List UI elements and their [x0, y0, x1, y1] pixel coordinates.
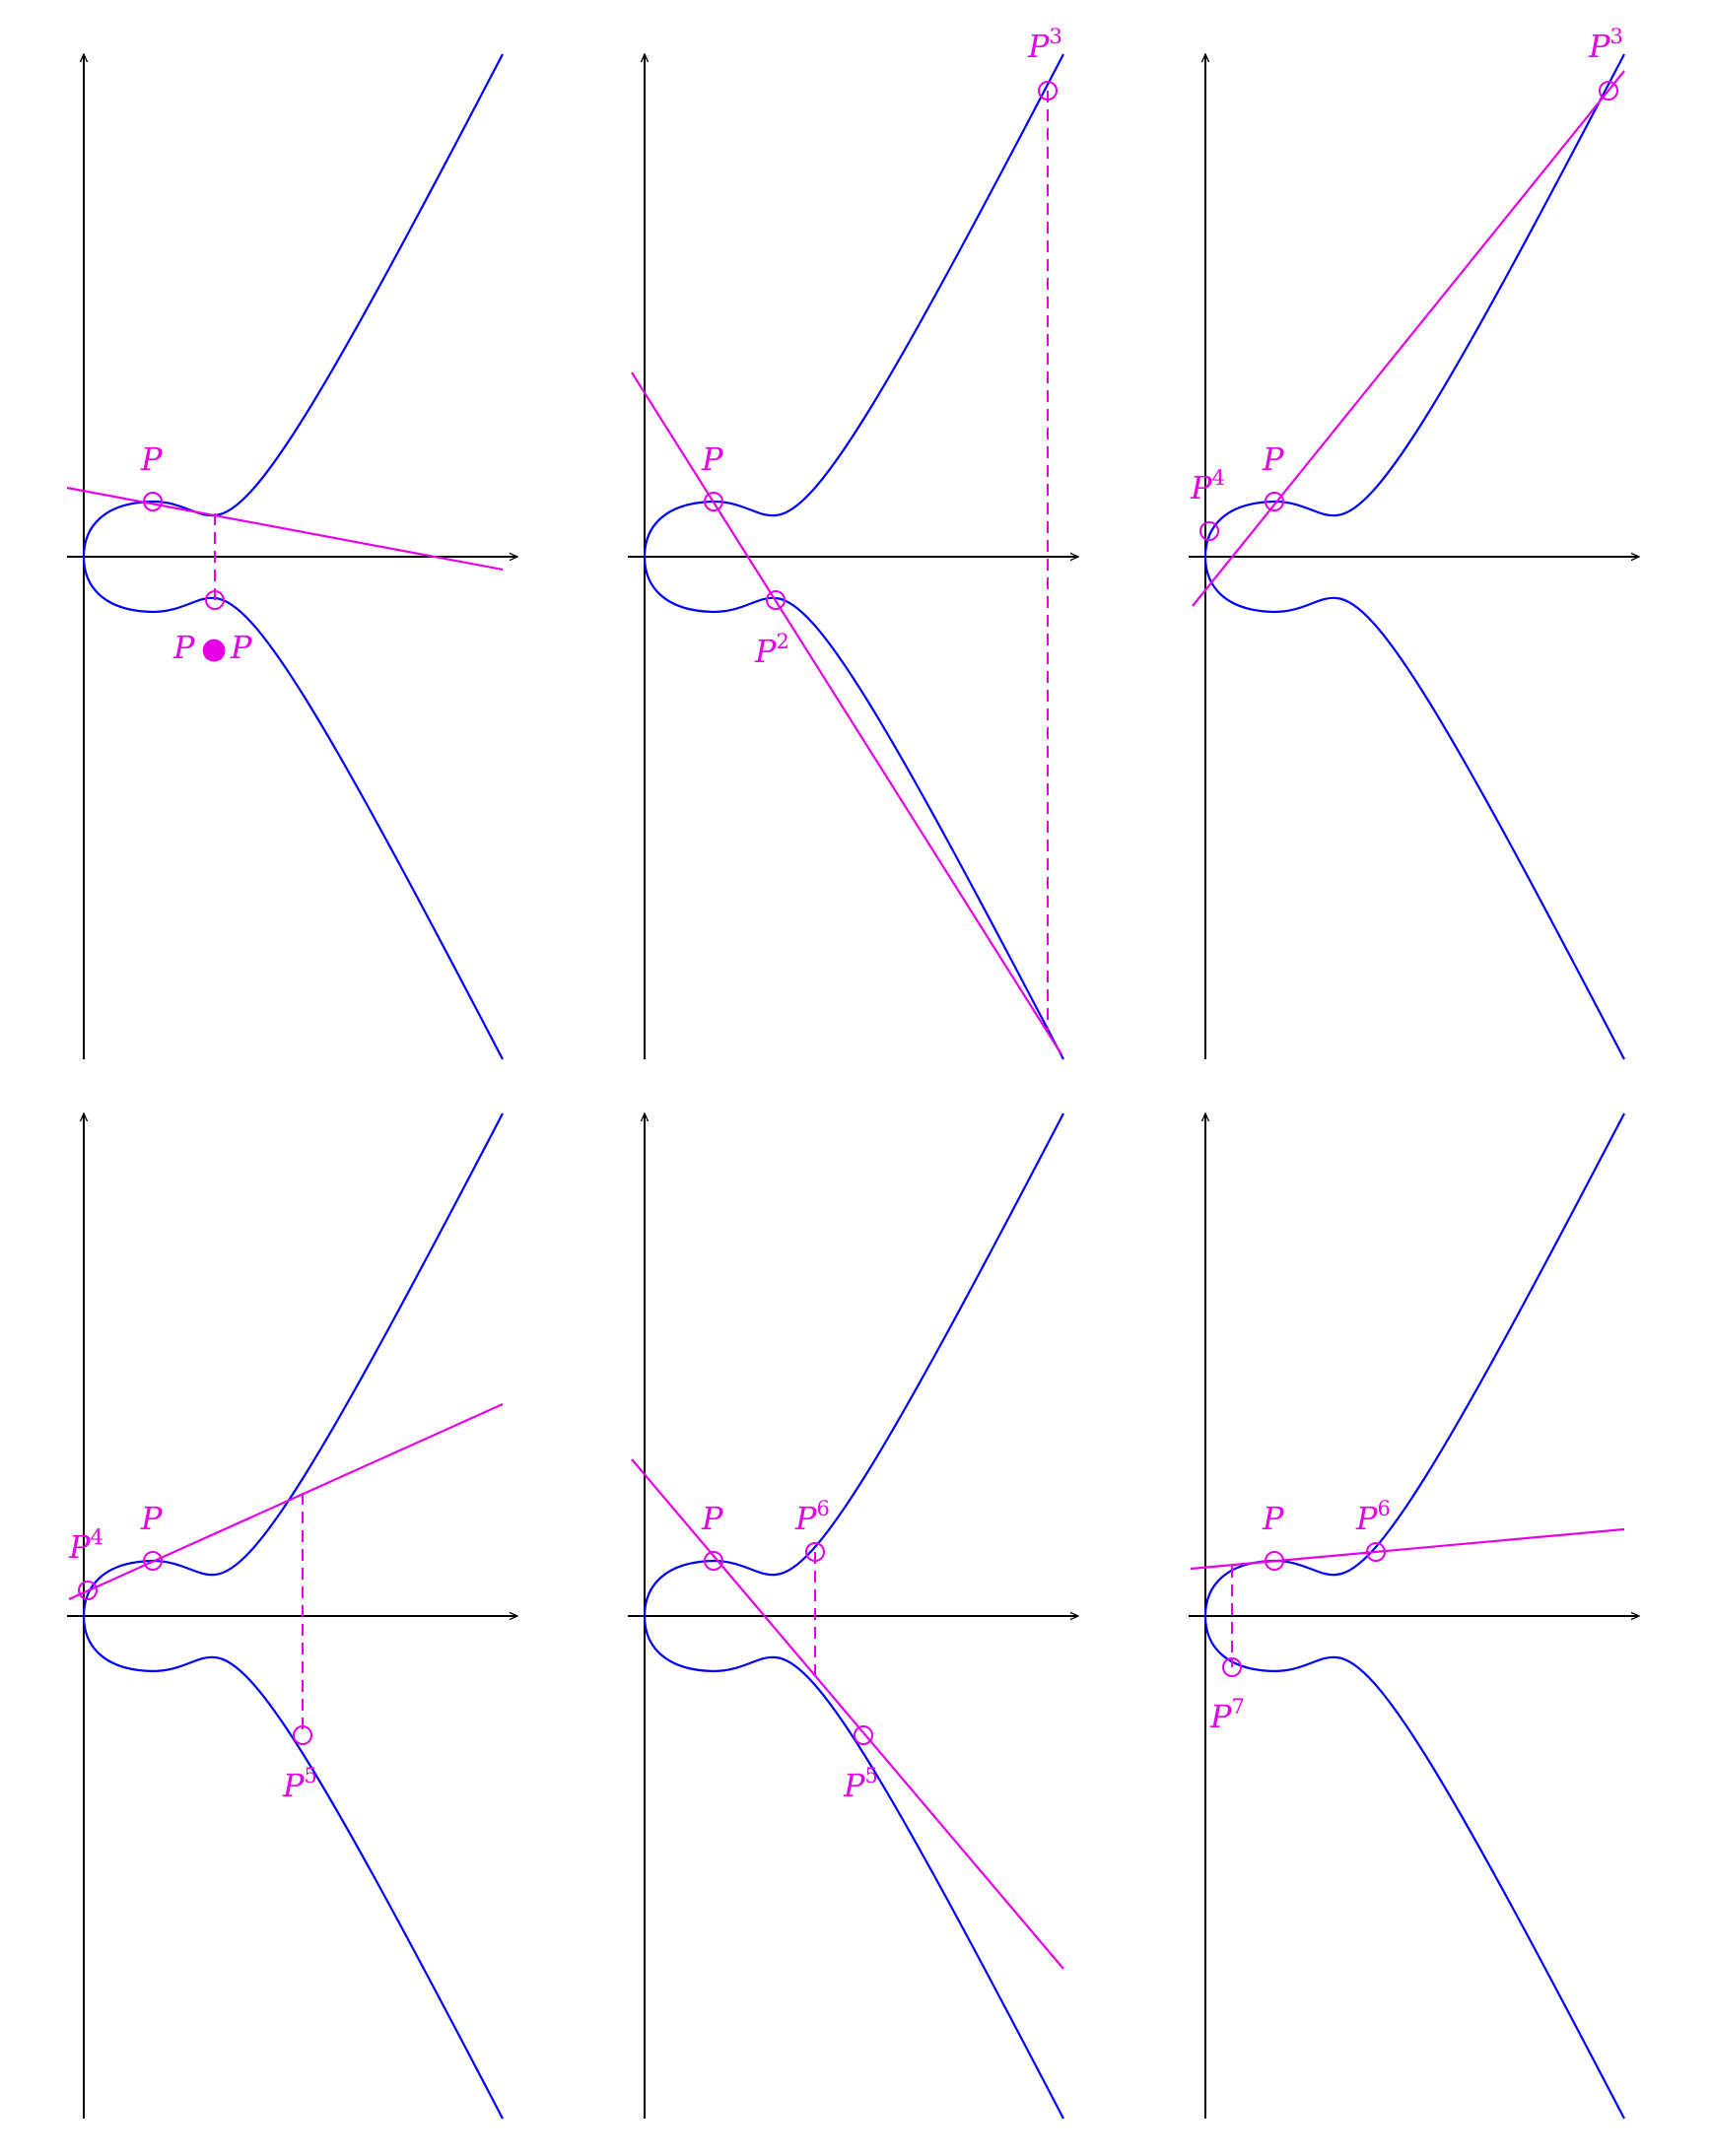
panel-5: P P6 P5 — [628, 1112, 1078, 2120]
curve-lower-branch — [1203, 1615, 1625, 2120]
label-p5: P5 — [282, 1764, 317, 1804]
point-p3 — [1038, 81, 1058, 101]
label-p: P — [701, 1500, 723, 1537]
label-p6: P6 — [794, 1497, 830, 1537]
label-p: P — [701, 440, 723, 478]
curve-lower-branch — [643, 1615, 1064, 2120]
label-p6: P6 — [1355, 1497, 1391, 1537]
label-p: P — [1262, 440, 1284, 478]
point-p3 — [1599, 81, 1618, 101]
curve-lower-branch — [82, 1615, 504, 2120]
curve-lower-branch — [82, 556, 504, 1060]
point-p6 — [1366, 1542, 1386, 1562]
point-p — [1265, 492, 1284, 511]
label-p-dot-p-right: P — [230, 629, 252, 666]
point-p — [143, 492, 163, 511]
point-p7 — [1222, 1657, 1242, 1677]
secant-line — [68, 1402, 504, 1601]
point-p4 — [1199, 521, 1219, 541]
point-p — [143, 1551, 163, 1571]
curve-upper-branch — [1203, 53, 1625, 558]
secant-line — [1190, 1527, 1625, 1571]
curve-upper-branch — [643, 1112, 1064, 1617]
label-p3: P3 — [1027, 25, 1062, 65]
panel-6: P P6 P7 — [1189, 1112, 1639, 2120]
point-p5 — [854, 1725, 873, 1745]
tangent-line — [631, 1458, 1064, 1970]
panel-4: P P4 P5 — [67, 1112, 517, 2120]
point-p-dot-p — [205, 590, 225, 610]
panel-3: P P4 P3 — [1189, 25, 1639, 1060]
curve-upper-branch — [82, 53, 504, 558]
label-p-dot-p-op: ● — [201, 632, 227, 666]
curve-lower-branch — [1203, 556, 1625, 1060]
curve-upper-branch — [643, 53, 1064, 558]
tangent-line — [66, 486, 504, 572]
label-p5: P5 — [843, 1764, 878, 1804]
label-p-dot-p-left: P — [172, 629, 195, 666]
label-p7: P7 — [1209, 1695, 1245, 1735]
panel-2: P P2 P3 — [628, 25, 1078, 1060]
point-p — [704, 492, 723, 511]
curve-upper-branch — [1203, 1112, 1625, 1617]
label-p3: P3 — [1588, 25, 1623, 65]
label-p: P — [1262, 1500, 1284, 1537]
point-p6 — [805, 1542, 825, 1562]
curve-upper-branch — [82, 1112, 504, 1617]
label-p2: P2 — [754, 630, 789, 670]
panel-1: P P ● P — [66, 53, 517, 1060]
secant-line — [631, 371, 1062, 1055]
label-p4: P4 — [68, 1525, 103, 1566]
label-p: P — [140, 1500, 163, 1537]
point-p — [704, 1551, 723, 1571]
secant-line — [1192, 70, 1625, 607]
point-p4 — [78, 1581, 98, 1600]
label-p4: P4 — [1190, 466, 1225, 506]
point-p5 — [293, 1725, 312, 1745]
label-p: P — [140, 440, 163, 478]
curve-lower-branch — [643, 556, 1064, 1060]
point-p2 — [766, 590, 786, 610]
point-p — [1265, 1551, 1284, 1571]
